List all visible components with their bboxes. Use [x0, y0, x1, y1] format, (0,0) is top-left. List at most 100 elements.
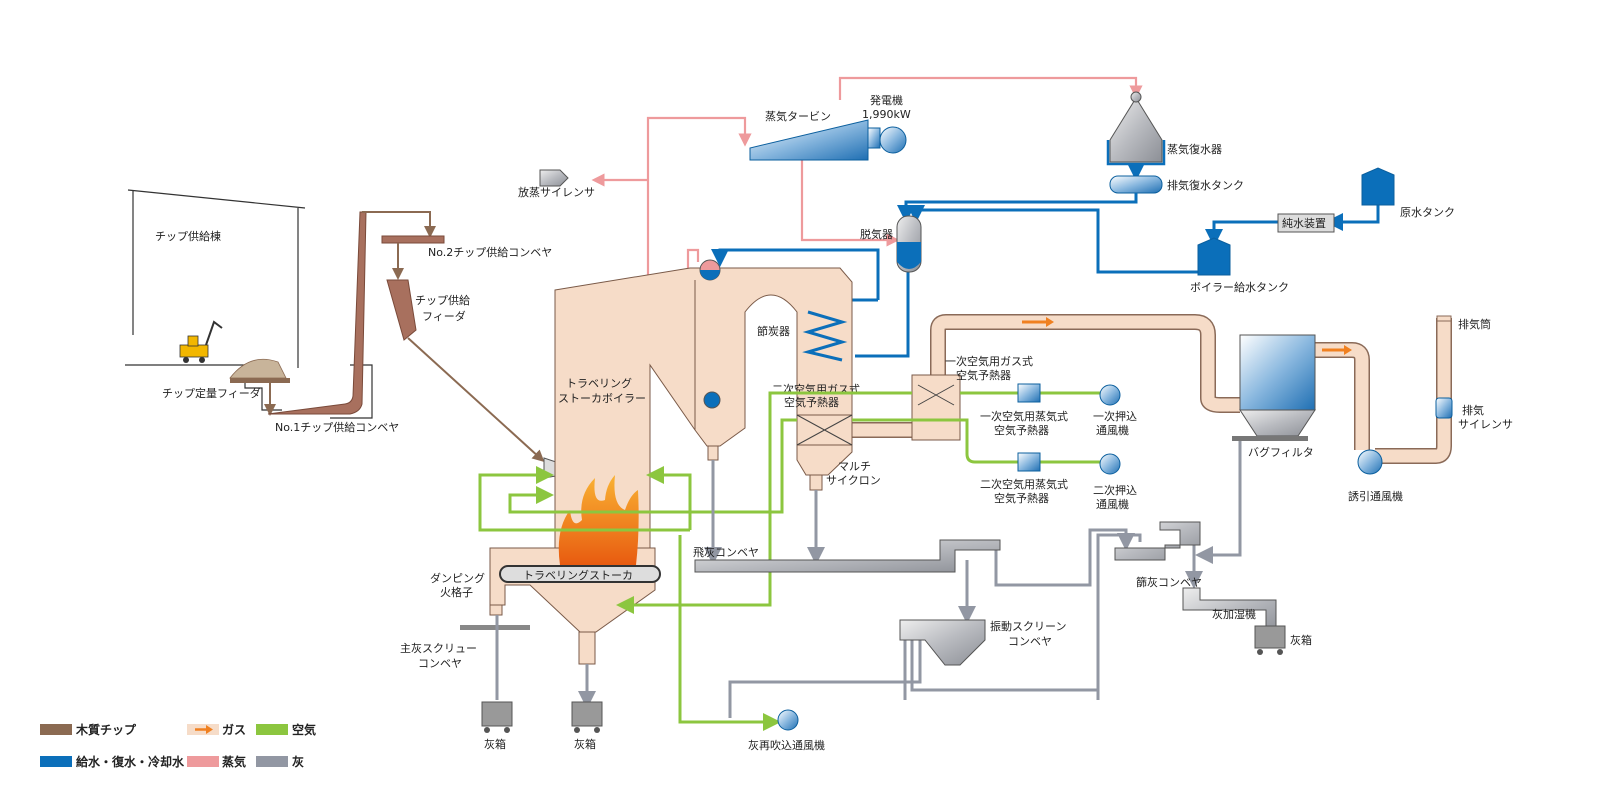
- primary-steam-aph-label: 空気予熱器: [994, 423, 1049, 437]
- legend: 木質チップ ガス 空気 給水・復水・冷却水 蒸気 灰: [40, 722, 316, 769]
- boiler-label: トラベリング: [566, 376, 632, 390]
- water-drum: [703, 391, 721, 409]
- legend-label: 灰: [292, 754, 304, 769]
- legend-label: 蒸気: [222, 754, 246, 769]
- traveling-stoker-boiler: [554, 267, 853, 549]
- bag-filter-screw: [1232, 436, 1308, 441]
- ash-reinjection-fan-label: 灰再吹込通風機: [748, 738, 825, 752]
- flame-icon: [558, 475, 639, 565]
- secondary-steam-air-preheater: [1017, 452, 1041, 472]
- raw-water-tank-label: 原水タンク: [1400, 206, 1455, 219]
- chip-building: チップ供給棟 チップ定量フィーダ No.1チップ供給コンベヤ No.2チップ供給…: [125, 189, 557, 479]
- dumping-grate-label: ダンピング: [430, 571, 485, 585]
- ash-box-label: 灰箱: [1290, 633, 1312, 647]
- legend-label: 空気: [292, 722, 316, 737]
- pure-water-unit-label: 純水装置: [1282, 217, 1326, 230]
- exhaust-silencer: [1435, 397, 1453, 419]
- deaerator-label: 脱気器: [860, 227, 893, 241]
- raw-water-tank: [1361, 167, 1395, 206]
- chip-metering-feeder-label: チップ定量フィーダ: [162, 386, 261, 400]
- ash-box-2: 灰箱: [571, 701, 603, 751]
- boiler-feed-tank-label: ボイラー給水タンク: [1190, 280, 1289, 294]
- secondary-fan-label: 通風機: [1096, 497, 1129, 511]
- multicyclone-outlet: [809, 474, 823, 491]
- secondary-gas-aph-label: 空気予熱器: [784, 395, 839, 409]
- condenser-header: [1130, 91, 1142, 103]
- secondary-steam-aph-label: 空気予熱器: [994, 491, 1049, 505]
- sieved-ash-conveyor: [1114, 521, 1201, 561]
- induced-draft-fan: [1357, 449, 1383, 475]
- primary-gas-air-preheater: [911, 374, 961, 441]
- primary-gas-aph-label: 空気予熱器: [956, 368, 1011, 382]
- no1-conveyor-label: No.1チップ供給コンベヤ: [275, 420, 399, 434]
- fly-ash-conveyor: [694, 539, 1001, 573]
- primary-steam-aph-label: 一次空気用蒸気式: [980, 409, 1068, 423]
- ash-humidifier-label: 灰加湿機: [1212, 607, 1256, 621]
- no2-conveyor-label: No.2チップ供給コンベヤ: [428, 245, 552, 259]
- stack-top: [1436, 315, 1452, 322]
- fly-ash-conveyor-label: 飛灰コンベヤ: [693, 545, 759, 559]
- legend-swatch-wood-chip: [40, 724, 72, 735]
- secondary-steam-aph-label: 二次空気用蒸気式: [980, 477, 1068, 491]
- chip-building-label: チップ供給棟: [155, 229, 221, 243]
- legend-swatch-water: [40, 756, 72, 767]
- generator-icon: [879, 126, 907, 154]
- boiler-feed-tank: [1197, 237, 1231, 276]
- primary-fan-label: 一次押込: [1093, 409, 1137, 423]
- chip-feeder-label: チップ供給: [415, 293, 470, 307]
- secondary-forced-draft-fan: [1099, 453, 1121, 475]
- no1-chip-conveyor: [267, 211, 367, 415]
- bag-filter-hopper: [1239, 409, 1316, 437]
- economizer-coil: [802, 310, 848, 362]
- legend-label: 給水・復水・冷却水: [76, 754, 185, 769]
- chip-pile: [229, 358, 287, 379]
- exhaust-silencer-label: 排気: [1462, 403, 1484, 417]
- legend-label: ガス: [222, 722, 246, 737]
- main-ash-screw-label: 主灰スクリュー: [400, 641, 477, 655]
- chip-feeder: [386, 279, 417, 341]
- second-pass-outlet: [707, 445, 719, 461]
- condensate-tank-label: 排気復水タンク: [1167, 178, 1244, 192]
- legend-label: 木質チップ: [75, 722, 137, 737]
- chip-flow-line: [362, 211, 436, 238]
- steam-turbine: [749, 119, 869, 161]
- water-lines: [711, 193, 1380, 358]
- no2-chip-conveyor: [381, 235, 445, 244]
- dumping-grate-chute: [489, 604, 503, 616]
- traveling-stoker: [499, 565, 661, 583]
- vibrating-screen-conveyor: [899, 619, 986, 666]
- legend-swatch-ash: [256, 756, 288, 767]
- gas-arrow-icon: [206, 725, 213, 734]
- bag-filter: [1239, 334, 1316, 411]
- condenser-label: 蒸気復水器: [1167, 142, 1222, 156]
- air-lines: [478, 391, 1100, 731]
- vibrating-screen-label: コンベヤ: [1008, 635, 1052, 648]
- ash-box-1: 灰箱: [481, 701, 513, 751]
- induced-fan-label: 誘引通風機: [1348, 489, 1403, 503]
- secondary-fan-label: 二次押込: [1093, 483, 1137, 497]
- primary-fan-label: 通風機: [1096, 423, 1129, 437]
- steam-condenser: [1109, 97, 1163, 163]
- exhaust-silencer-label: サイレンサ: [1458, 418, 1513, 431]
- traveling-stoker-label: トラベリングストーカ: [523, 568, 633, 582]
- ash-box-label: 灰箱: [484, 737, 506, 751]
- primary-gas-aph-label: 一次空気用ガス式: [945, 354, 1033, 368]
- ash-box-label: 灰箱: [574, 737, 596, 751]
- vibrating-screen-label: 振動スクリーン: [990, 619, 1066, 633]
- chip-feeder-label: フィーダ: [422, 309, 466, 323]
- main-ash-chute: [578, 631, 596, 665]
- multicyclone-label: サイクロン: [826, 474, 881, 487]
- bulldozer-icon: [179, 320, 223, 363]
- primary-steam-air-preheater: [1017, 383, 1041, 403]
- pure-water-unit: [1277, 213, 1335, 233]
- main-ash-screw-conveyor: [460, 625, 530, 630]
- boiler-tube-bank: [694, 280, 746, 430]
- legend-swatch-steam: [187, 756, 219, 767]
- chip-metering-feeder: [230, 378, 290, 383]
- multicyclone-label: マルチ: [838, 460, 871, 473]
- stack-label: 排気筒: [1458, 317, 1491, 331]
- sieved-ash-conveyor-label: 篩灰コンベヤ: [1136, 575, 1202, 589]
- gas-duct: [852, 314, 1452, 464]
- primary-forced-draft-fan: [1099, 384, 1121, 406]
